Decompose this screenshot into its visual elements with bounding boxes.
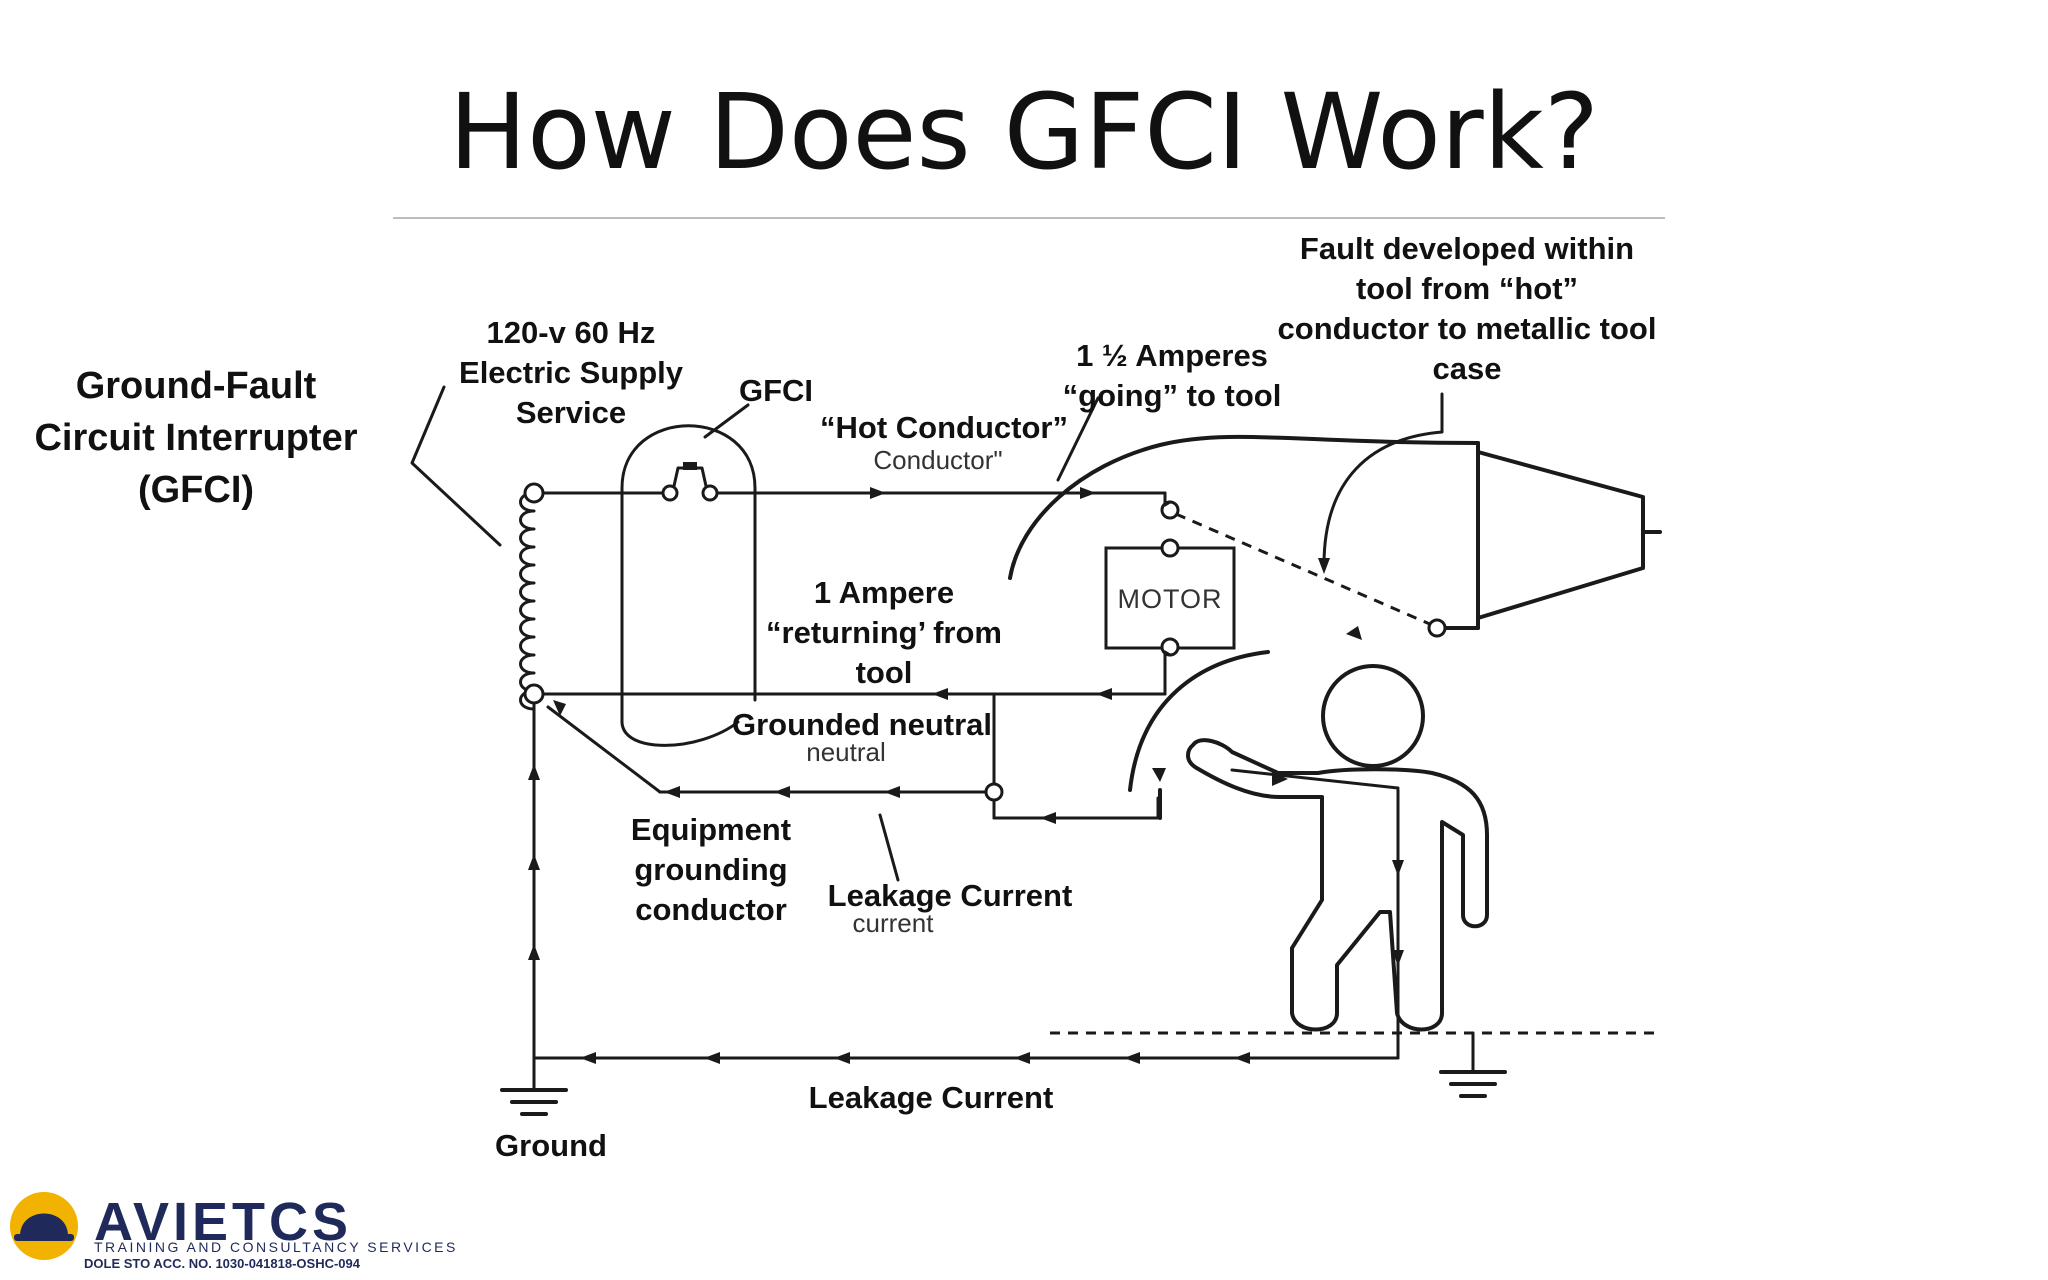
motor-lead-hot xyxy=(1163,500,1172,507)
supply-coil xyxy=(519,491,536,711)
ground-junction-node xyxy=(984,782,1004,802)
amp-returning-line-2: “returning’ from xyxy=(766,615,1002,650)
leakage-current-mid-label: Leakage Current xyxy=(828,878,1073,913)
gfci-label: GFCI xyxy=(739,373,813,408)
arrow-hot-2 xyxy=(1080,487,1096,499)
fault-contact-node xyxy=(1427,618,1447,638)
arrow-handle-down xyxy=(1152,768,1166,782)
arrow-body-right xyxy=(1272,772,1288,786)
supply-leader-line xyxy=(410,385,502,547)
coil-bottom-terminal xyxy=(523,683,545,705)
ground-symbol-right xyxy=(1439,1031,1507,1098)
supply-label-line-1: 120-v 60 Hz xyxy=(487,315,656,350)
arrow-hot-1 xyxy=(870,487,886,499)
gfci-trip-button xyxy=(683,462,697,470)
amperes-going-line-2: “going” to tool xyxy=(1063,378,1282,413)
ground-symbol-left xyxy=(500,1058,568,1116)
tool-handle-curve xyxy=(1128,650,1270,792)
motor-lead-neutral xyxy=(1163,650,1172,657)
device-name-line-1: Ground-Fault xyxy=(76,365,317,407)
hot-conductor-label: “Hot Conductor” xyxy=(820,410,1068,445)
current-small-label: current xyxy=(853,908,935,938)
gfci-sensing-loop xyxy=(620,424,757,747)
arrow-eg-1 xyxy=(664,786,680,798)
arrow-neutral-1 xyxy=(932,688,948,700)
gfci-switch-blade xyxy=(672,466,708,488)
fault-leader-line xyxy=(1322,392,1444,567)
arrow-body-down-1 xyxy=(1392,860,1404,876)
logo-tagline: TRAINING AND CONSULTANCY SERVICES xyxy=(94,1239,458,1255)
current-arrows xyxy=(528,487,1404,1064)
logo-accreditation: DOLE STO ACC. NO. 1030-041818-OSHC-094 xyxy=(84,1256,361,1271)
arrow-earth-up-2 xyxy=(528,854,540,870)
supply-label-line-3: Service xyxy=(516,395,626,430)
equipment-grounding-line-2: grounding xyxy=(634,852,787,887)
arrow-bottom-1 xyxy=(580,1052,596,1064)
fault-label-line-1: Fault developed within xyxy=(1300,231,1634,266)
arrow-earth-up-3 xyxy=(528,944,540,960)
arrow-bottom-2 xyxy=(704,1052,720,1064)
arrow-bottom-4 xyxy=(1014,1052,1030,1064)
hot-conductor-small-label: Conductor" xyxy=(873,445,1002,475)
arrow-neutral-2 xyxy=(1096,688,1112,700)
arrow-eg-diag xyxy=(553,700,566,716)
arrow-eg-3 xyxy=(884,786,900,798)
body-current-path xyxy=(1230,768,1400,790)
hardhat-icon xyxy=(10,1192,78,1260)
gfci-contact-left xyxy=(661,484,679,502)
device-name-line-2: Circuit Interrupter xyxy=(34,417,357,459)
supply-label-line-2: Electric Supply xyxy=(459,355,684,390)
fault-label-line-2: tool from “hot” xyxy=(1356,271,1578,306)
tool-cone xyxy=(1476,450,1645,620)
fault-label-line-4: case xyxy=(1433,351,1502,386)
neutral-small-label: neutral xyxy=(806,737,886,767)
gfci-leader-line xyxy=(703,403,750,439)
amp-returning-line-1: 1 Ampere xyxy=(814,575,954,610)
arrow-tool-in xyxy=(1346,626,1362,640)
equipment-ground-diag xyxy=(546,705,662,794)
amperes-going-line-1: 1 ½ Amperes xyxy=(1076,338,1268,373)
leakage-leader-line xyxy=(878,813,900,882)
arrow-bottom-6 xyxy=(1234,1052,1250,1064)
coil-top-terminal xyxy=(523,482,545,504)
motor-box xyxy=(1104,546,1236,650)
circuit-diagram: MOTOR xyxy=(410,385,1662,1116)
equipment-grounding-line-1: Equipment xyxy=(631,812,791,847)
fault-label-line-3: conductor to metallic tool xyxy=(1278,311,1657,346)
ground-label: Ground xyxy=(495,1128,607,1163)
logo-wordmark: AVIETCS xyxy=(94,1192,352,1252)
arrow-earth-up-1 xyxy=(528,764,540,780)
person-head xyxy=(1321,664,1425,768)
motor-terminal-top-b xyxy=(1160,538,1180,558)
motor-label: MOTOR xyxy=(1118,584,1223,614)
avietcs-logo: AVIETCS TRAINING AND CONSULTANCY SERVICE… xyxy=(10,1192,458,1271)
arrow-bottom-3 xyxy=(834,1052,850,1064)
grounded-neutral-label: Grounded neutral xyxy=(732,707,992,742)
equipment-grounding-line-3: conductor xyxy=(635,892,787,927)
amp-returning-line-3: tool xyxy=(856,655,913,690)
person-figure xyxy=(1186,664,1489,1032)
slide-title: How Does GFCI Work? xyxy=(449,71,1599,193)
gfci-contact-right xyxy=(701,484,719,502)
device-name-label: Ground-Fault Circuit Interrupter (GFCI) xyxy=(34,365,357,511)
device-name-line-3: (GFCI) xyxy=(138,469,254,511)
arrow-eg-2 xyxy=(774,786,790,798)
arrow-tool-ground xyxy=(1040,812,1056,824)
tool-body-outline xyxy=(1008,434,1480,630)
tool-nose xyxy=(1470,441,1480,630)
arrow-bottom-5 xyxy=(1124,1052,1140,1064)
arrow-body-down-2 xyxy=(1392,950,1404,966)
leakage-current-bottom-label: Leakage Current xyxy=(809,1080,1054,1115)
person-body-outline xyxy=(1186,738,1489,1032)
amperes-leader-line xyxy=(1056,396,1100,482)
